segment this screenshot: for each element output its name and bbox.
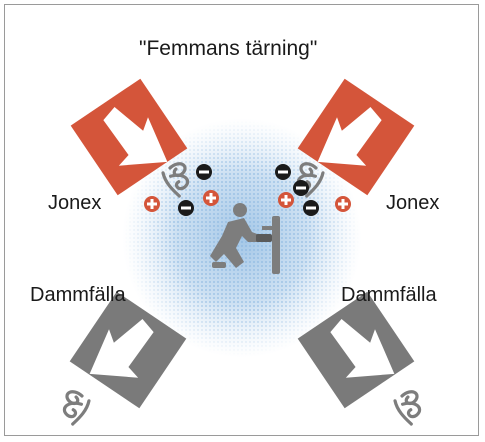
- dammfalla-label-right: Dammfälla: [341, 285, 437, 305]
- positive-ion-icon: [278, 192, 294, 208]
- negative-ion-icon: [178, 200, 194, 216]
- jonex-label-left: Jonex: [48, 193, 101, 213]
- positive-ion-icon: [335, 196, 351, 212]
- fan-icon: [61, 389, 92, 425]
- dammfalla-label-left: Dammfälla: [30, 285, 126, 305]
- jonex-label-right: Jonex: [386, 193, 439, 213]
- negative-ion-icon: [293, 180, 309, 196]
- negative-ion-icon: [275, 164, 291, 180]
- diagram-title: "Femmans tärning": [139, 38, 317, 59]
- negative-ion-icon: [303, 200, 319, 216]
- negative-ion-icon: [196, 164, 212, 180]
- positive-ion-icon: [144, 196, 160, 212]
- positive-ion-icon: [203, 190, 219, 206]
- fan-icon: [392, 389, 423, 425]
